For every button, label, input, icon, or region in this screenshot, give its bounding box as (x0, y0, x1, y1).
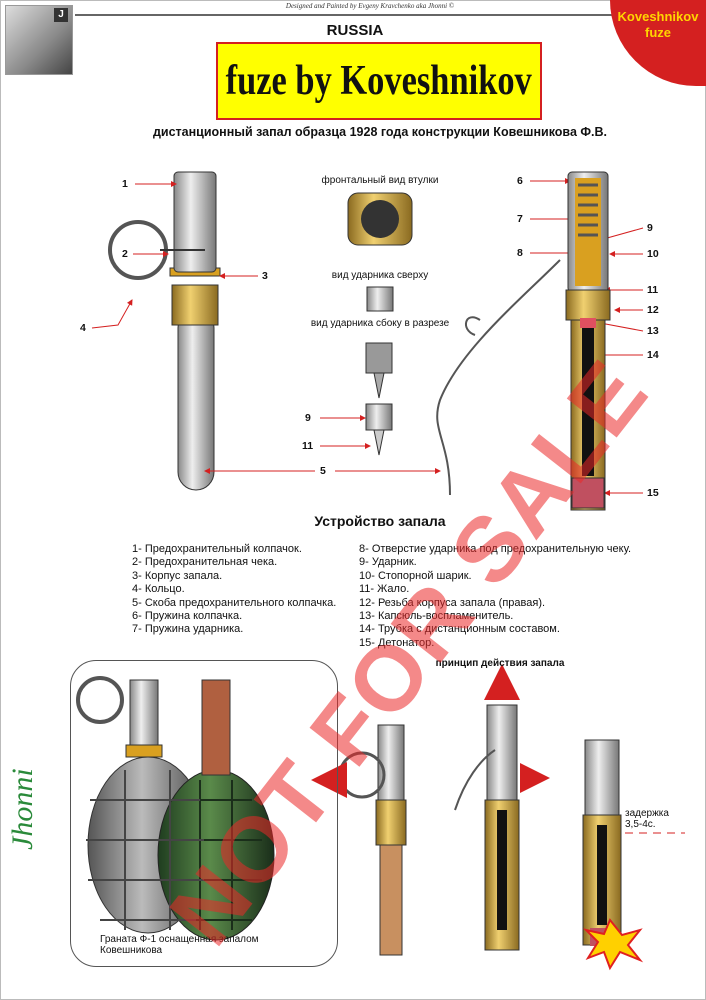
grenade-caption-line-2: Ковешникова (100, 945, 163, 956)
callout-2: 2 (122, 248, 128, 260)
callout-7: 7 (517, 213, 523, 225)
legend-item: 15- Детонатор. (359, 636, 435, 649)
legend-item: 13- Капсюль-воспламенитель. (359, 610, 514, 623)
caption-delay: задержка 3,5-4с. (625, 808, 669, 830)
legend-item: 4- Кольцо. (132, 583, 185, 596)
callout-12: 12 (647, 304, 659, 316)
corner-line-1: Koveshnikov (617, 9, 699, 24)
callout-6: 6 (517, 175, 523, 187)
delay-value: 3,5-4с. (625, 819, 656, 830)
author-credit: Designed and Painted by Evgeny Kravchenk… (285, 2, 455, 10)
grenade-caption-line-1: Граната Ф-1 оснащенная запалом (100, 934, 259, 945)
caption-striker-top: вид ударника сверху (331, 270, 429, 281)
legend-item: 1- Предохранительный колпачок. (132, 543, 302, 555)
grenade-panel (70, 660, 338, 967)
delay-label: задержка (625, 808, 669, 819)
legend-item: 2- Предохранительная чека. (132, 556, 278, 569)
caption-grenade: Граната Ф-1 оснащенная запалом Ковешнико… (100, 934, 259, 956)
corner-badge-text: Koveshnikov fuze (614, 9, 702, 41)
title-box: fuze by Koveshnikov (216, 42, 542, 120)
caption-striker-side: вид ударника сбоку в разрезе (310, 318, 450, 329)
callout-15: 15 (647, 487, 659, 499)
callout-9: 9 (647, 222, 653, 234)
legend-item: 12- Резьба корпуса запала (правая). (359, 596, 546, 609)
fuze-cross-section (565, 171, 611, 511)
legend-right-column: 8- Отверстие ударника под предохранитель… (359, 543, 631, 650)
caption-principle: принцип действия запала (435, 658, 565, 669)
legend-left-column: 1- Предохранительный колпачок. 2- Предох… (132, 543, 336, 637)
striker-top-view (366, 286, 394, 312)
legend-item: 6- Пружина колпачка. (132, 610, 243, 623)
photo-badge: J (54, 8, 68, 22)
legend-item: 9- Ударник. (359, 556, 417, 569)
country-label: RUSSIA (326, 22, 384, 39)
fuze-external-view (108, 171, 221, 491)
legend-item: 8- Отверстие ударника под предохранитель… (359, 543, 632, 555)
callout-5: 5 (320, 465, 326, 477)
striker-side-section (365, 342, 393, 456)
grenade-f1-illustration (76, 676, 275, 941)
artist-signature: Jhonni (6, 768, 39, 850)
legend-title: Устройство запала (314, 513, 446, 529)
page-title: fuze by Koveshnikov (225, 58, 533, 104)
callout-10: 10 (647, 248, 659, 260)
legend-item: 11- Жало. (359, 583, 410, 596)
corner-line-2: fuze (645, 25, 671, 40)
callout-9-striker: 9 (305, 412, 311, 424)
callout-1: 1 (122, 178, 128, 190)
legend-item: 3- Корпус запала. (132, 569, 223, 582)
legend-item: 14- Трубка с дистанционным составом. (359, 623, 560, 636)
header-rule (75, 14, 615, 16)
callout-3: 3 (262, 270, 268, 282)
callout-11: 11 (647, 284, 659, 296)
callout-14: 14 (647, 349, 659, 361)
subtitle: дистанционный запал образца 1928 года ко… (152, 125, 608, 139)
stage-1-pin-removed (311, 724, 407, 956)
stage-3-delay-burning (582, 739, 685, 971)
legend-item: 7- Пружина ударника. (132, 623, 244, 636)
legend-item: 10- Стопорной шарик. (359, 569, 472, 582)
callout-13: 13 (647, 325, 659, 337)
callout-11-striker: 11 (302, 440, 314, 452)
callout-4: 4 (80, 322, 86, 334)
bushing-front-view (347, 192, 413, 246)
legend-item: 5- Скоба предохранительного колпачка. (132, 596, 337, 609)
caption-front-view: фронтальный вид втулки (321, 175, 439, 186)
stage-2-cap-released (454, 664, 550, 951)
callout-8: 8 (517, 247, 523, 259)
